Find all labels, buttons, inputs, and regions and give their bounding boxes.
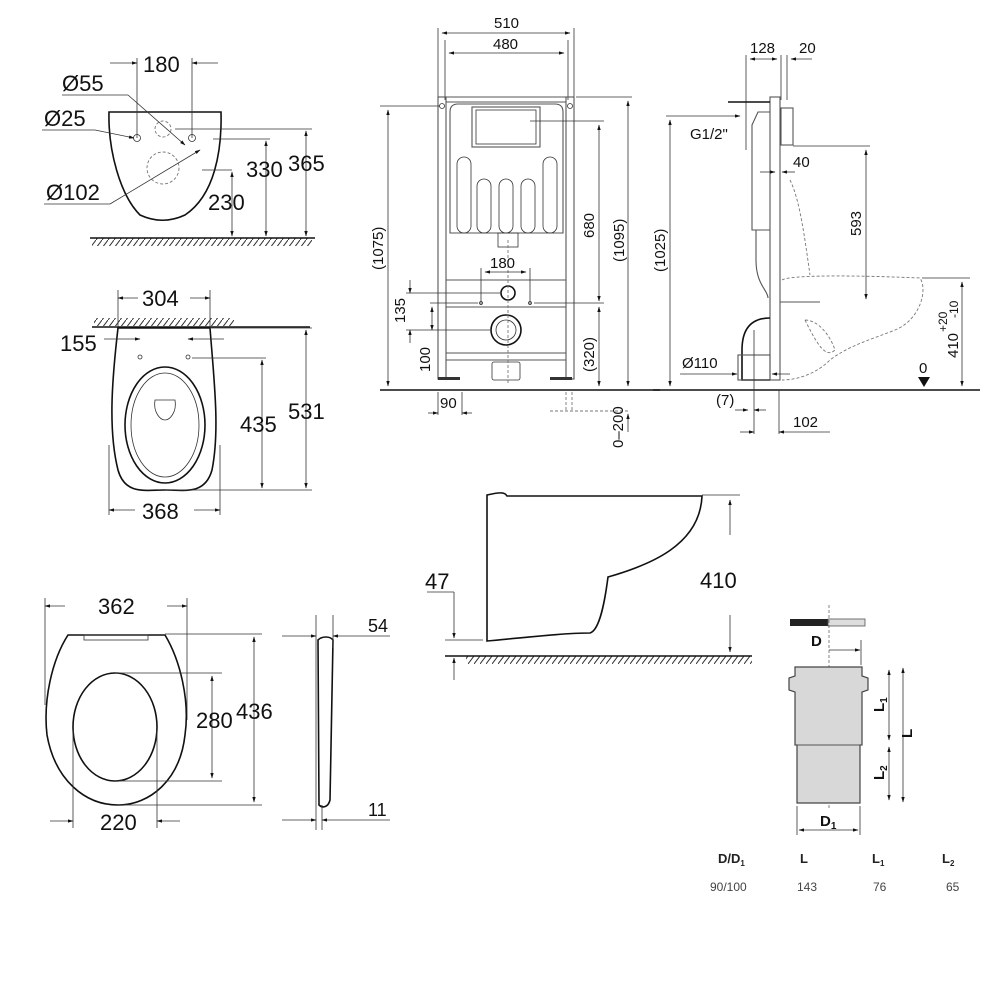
dim-foot-adjust: 0–200	[610, 406, 627, 448]
dim-dia-25: Ø25	[44, 106, 86, 131]
dim-offset-7: (7)	[716, 392, 734, 409]
dim-offset-102: 102	[793, 414, 818, 431]
outlet-102	[146, 151, 180, 185]
dim-total-length: 531	[288, 399, 325, 424]
seat-ring-outer	[124, 366, 206, 484]
table-header-l2: L2	[942, 851, 955, 868]
connector-label-l: L	[899, 729, 916, 738]
dim-rear-width: 304	[142, 286, 179, 311]
table-header-l: L	[800, 851, 808, 866]
dim-opening-width: 220	[100, 810, 137, 835]
cistern	[449, 103, 564, 234]
connector-label-l1: L1	[871, 697, 890, 712]
connector-body	[788, 666, 869, 804]
seat-outline	[45, 634, 188, 806]
dim-seat-width: 362	[98, 594, 135, 619]
table-cell-l1: 76	[873, 880, 887, 894]
bowl-dashed-outline	[781, 275, 924, 381]
hole-55	[154, 120, 172, 138]
dim-total-height: (1095)	[611, 219, 628, 262]
dim-100: 100	[417, 347, 434, 372]
connector-label-l2: L2	[871, 765, 890, 780]
frame-side-view: 128 20 G1/2" 40 (1025) 593 Ø110	[652, 40, 980, 434]
dim-fixing-height: 330	[246, 157, 283, 182]
table-cell-l: 143	[797, 880, 817, 894]
dim-water-inlet: G1/2"	[690, 126, 728, 143]
bowl-side-outline	[486, 492, 703, 642]
bowl-top-outline	[111, 327, 217, 492]
dim-side-height: 410	[700, 568, 737, 593]
seat-opening	[72, 672, 158, 782]
wall-hatch	[94, 318, 234, 326]
dim-fixing-offset: 155	[60, 331, 97, 356]
frame-right-post	[565, 96, 575, 380]
dim-offset-40: 40	[793, 154, 810, 171]
dim-top-height: 365	[288, 151, 325, 176]
connector-pipe-stub	[790, 619, 828, 626]
tolerance-plus: +20	[936, 311, 950, 332]
connector-label-d1: D1	[820, 813, 837, 832]
floor-level-label: 0	[919, 360, 927, 377]
dim-height-1025: (1025)	[652, 229, 669, 272]
dim-bowl-height: 410	[945, 333, 962, 358]
dim-fixing-to-front: 435	[240, 412, 277, 437]
table-cell-l2: 65	[946, 880, 960, 894]
dim-stud-spacing: 180	[490, 255, 515, 272]
dim-opening-length: 280	[196, 708, 233, 733]
frame-front-view: 510 480	[370, 15, 660, 448]
dim-bowl-width: 368	[142, 499, 179, 524]
dim-inner-width: 480	[493, 36, 518, 53]
connector-spec-table: D/D1 L L1 L2 90/100 143 76 65	[710, 851, 960, 894]
frame-side-post	[769, 96, 781, 381]
dim-593: 593	[848, 211, 865, 236]
dim-320: (320)	[581, 337, 598, 372]
dim-foot-width: 90	[440, 395, 457, 412]
dim-side-gap: 47	[425, 569, 449, 594]
dim-cistern-height: 680	[581, 213, 598, 238]
dim-outer-width: 510	[494, 15, 519, 32]
cistern-side	[751, 111, 770, 231]
dim-seat-length: 436	[236, 699, 273, 724]
bowl-top-view: 304 155 435 531 368	[60, 286, 325, 524]
floor-hatch	[92, 238, 312, 246]
frame-left-post	[437, 96, 447, 380]
connector-label-d: D	[811, 633, 822, 650]
bowl-side-floor-hatch	[466, 656, 752, 664]
bowl-rear-view: 180 Ø55 Ø25 Ø102 230 330 365	[42, 52, 325, 246]
dim-dia-55: Ø55	[62, 71, 104, 96]
tolerance-minus: -10	[947, 300, 961, 318]
dim-depth: 128	[750, 40, 775, 57]
seat-view: 362 280 436 220 54 11	[44, 594, 390, 835]
floor-level-marker	[918, 377, 930, 387]
connector-drawing: D L1 L2 L D1	[788, 605, 916, 835]
dim-height-left: (1075)	[370, 227, 387, 270]
table-cell-d: 90/100	[710, 880, 747, 894]
table-header-l1: L1	[872, 851, 885, 868]
seat-hinge-shape	[154, 399, 176, 421]
dim-outlet-height: 230	[208, 190, 245, 215]
outlet-bend	[741, 317, 771, 381]
bowl-rear-outline	[108, 111, 222, 222]
flush-plate-side	[780, 107, 794, 146]
dim-hole-spacing: 180	[143, 52, 180, 77]
table-header-d: D/D1	[718, 851, 745, 868]
dim-outlet-dia: Ø110	[682, 355, 718, 372]
seat-ring-inner	[130, 372, 200, 478]
waste-outlet	[490, 314, 522, 346]
dim-135: 135	[392, 298, 409, 323]
dim-dia-102: Ø102	[46, 180, 100, 205]
flush-plate-opening	[471, 106, 541, 148]
dim-seat-thickness: 11	[368, 800, 387, 820]
bowl-side-view: 410 47	[425, 492, 752, 680]
seat-side-outline	[317, 636, 334, 808]
dim-lid-thickness: 54	[368, 616, 388, 636]
dim-panel: 20	[799, 40, 816, 57]
seat-hinge	[83, 634, 149, 641]
